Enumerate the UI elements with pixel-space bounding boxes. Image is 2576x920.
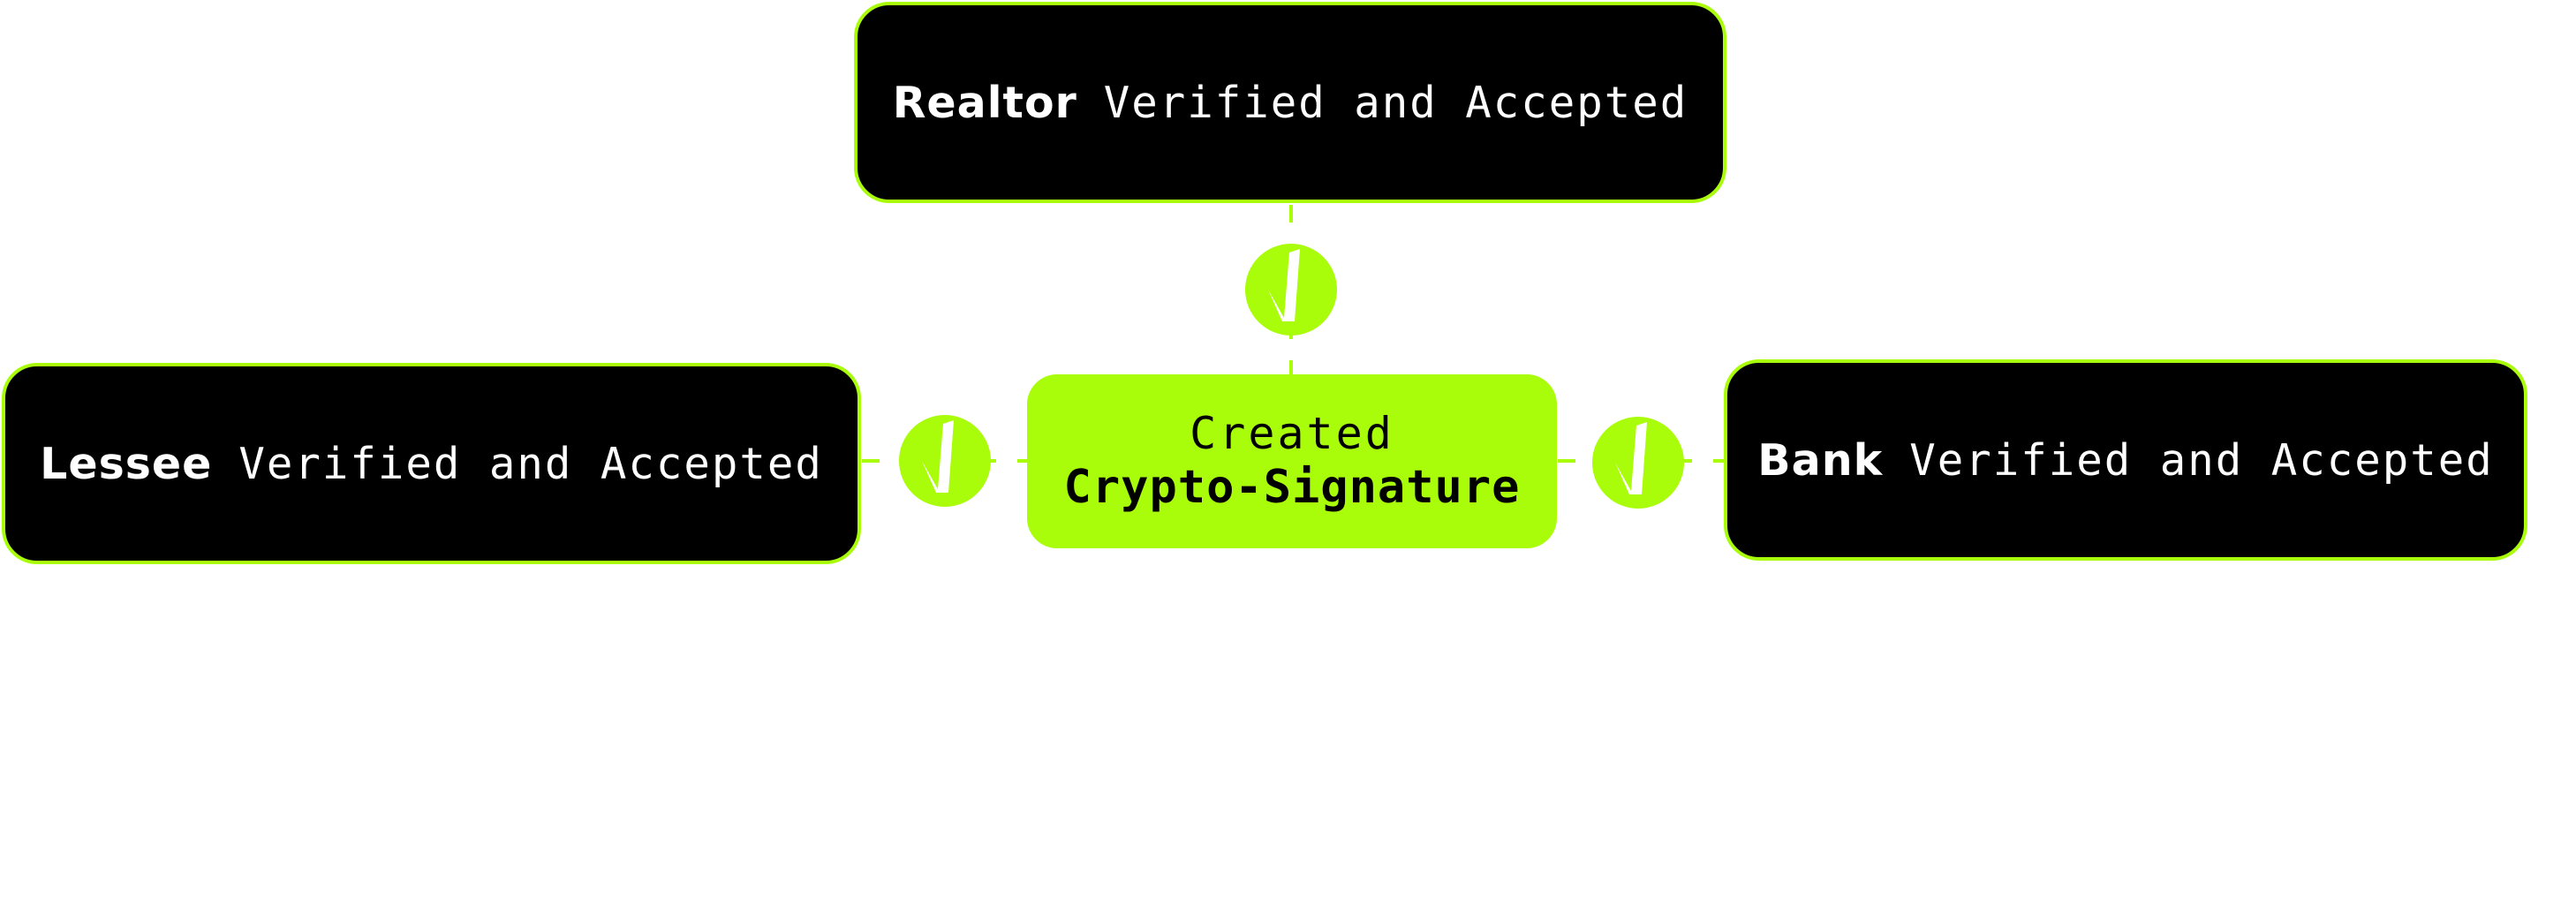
party-node-lessee: Lessee Verified and Accepted: [2, 363, 861, 564]
party-status: Verified and Accepted: [1909, 434, 2494, 486]
crypto-signature-node: Created Crypto-Signature: [1027, 374, 1557, 548]
checkmark-icon: [899, 415, 991, 507]
party-status: Verified and Accepted: [1103, 77, 1688, 128]
party-node-bank: Bank Verified and Accepted: [1724, 359, 2527, 561]
party-name: Realtor: [892, 77, 1077, 128]
checkmark-icon: [1245, 244, 1337, 336]
party-name: Lessee: [40, 438, 213, 489]
center-title: Crypto-Signature: [1063, 461, 1521, 515]
party-status: Verified and Accepted: [238, 438, 823, 489]
checkmark-icon: [1592, 417, 1684, 509]
party-node-realtor: Realtor Verified and Accepted: [854, 2, 1726, 203]
center-caption: Created: [1190, 408, 1394, 460]
party-name: Bank: [1757, 434, 1884, 486]
